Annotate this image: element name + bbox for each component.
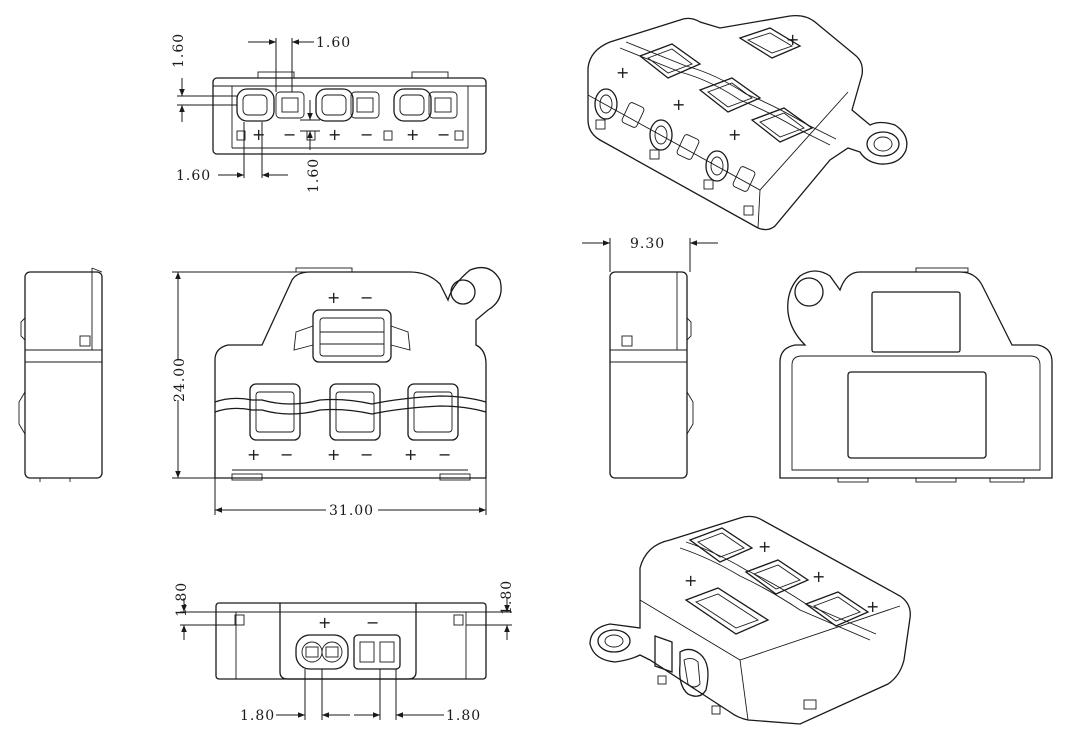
minus-symbol: − [360,125,373,144]
bottom-clip-1 [249,383,301,441]
plus-symbol: + [247,445,260,464]
top-port-pair-3 [393,88,458,122]
plus-symbol: + [786,30,799,49]
plus-symbol: + [404,445,417,464]
top-view: + − + − + − 1.60 1.60 1.60 1.60 [171,33,487,193]
dimension-label: 1.60 [176,168,211,184]
dimension-label: 31.00 [329,503,374,519]
plus-symbol: + [866,597,879,616]
minus-symbol: − [438,445,451,464]
plus-symbol: + [616,63,629,82]
top-clip [293,309,411,363]
minus-symbol: − [366,613,379,632]
dimension-label: 1.60 [171,33,187,68]
minus-symbol: − [283,125,296,144]
dimension-label: 1.80 [174,582,190,617]
plus-symbol: + [672,95,685,114]
top-port-pair-1 [236,88,305,122]
left-side-view [18,267,103,482]
minus-symbol: − [437,125,450,144]
plus-symbol: + [252,125,265,144]
minus-symbol: − [360,288,373,307]
top-port-pair-2 [315,88,380,122]
dimension-label: 1.60 [316,35,351,51]
minus-symbol: − [360,445,373,464]
iso-port-row [594,88,756,192]
plus-symbol: + [812,567,825,586]
plus-symbol: + [406,125,419,144]
dimension-label: 9.30 [630,236,665,252]
iso-clip [619,27,837,146]
plus-symbol: + [758,537,771,556]
front-view: + − + − + − + − 24.00 31.00 [172,266,502,519]
minus-symbol: − [280,445,293,464]
bottom-port [295,634,401,670]
dimension-label: 24.00 [172,357,188,402]
plus-symbol: + [327,445,340,464]
plus-symbol: + [327,288,340,307]
right-side-view: 9.30 [582,236,718,479]
plus-symbol: + [728,125,741,144]
iso-bottom-clip [679,527,877,641]
dimension-label: 1.80 [446,708,481,724]
isometric-view-bottom: + + + + [589,515,911,725]
plus-symbol: + [684,571,697,590]
plus-symbol: + [318,613,331,632]
bottom-clip-2 [329,383,381,441]
bottom-clip-3 [407,383,459,441]
bottom-view: + − 1.80 1.80 1.80 1.80 [174,580,515,724]
plus-symbol: + [328,125,341,144]
back-view [779,267,1053,483]
isometric-view-top: + + + + [587,14,908,231]
dimension-label: 1.60 [306,158,322,193]
dimension-label: 1.80 [240,708,275,724]
dimension-label: 1.80 [499,580,515,615]
